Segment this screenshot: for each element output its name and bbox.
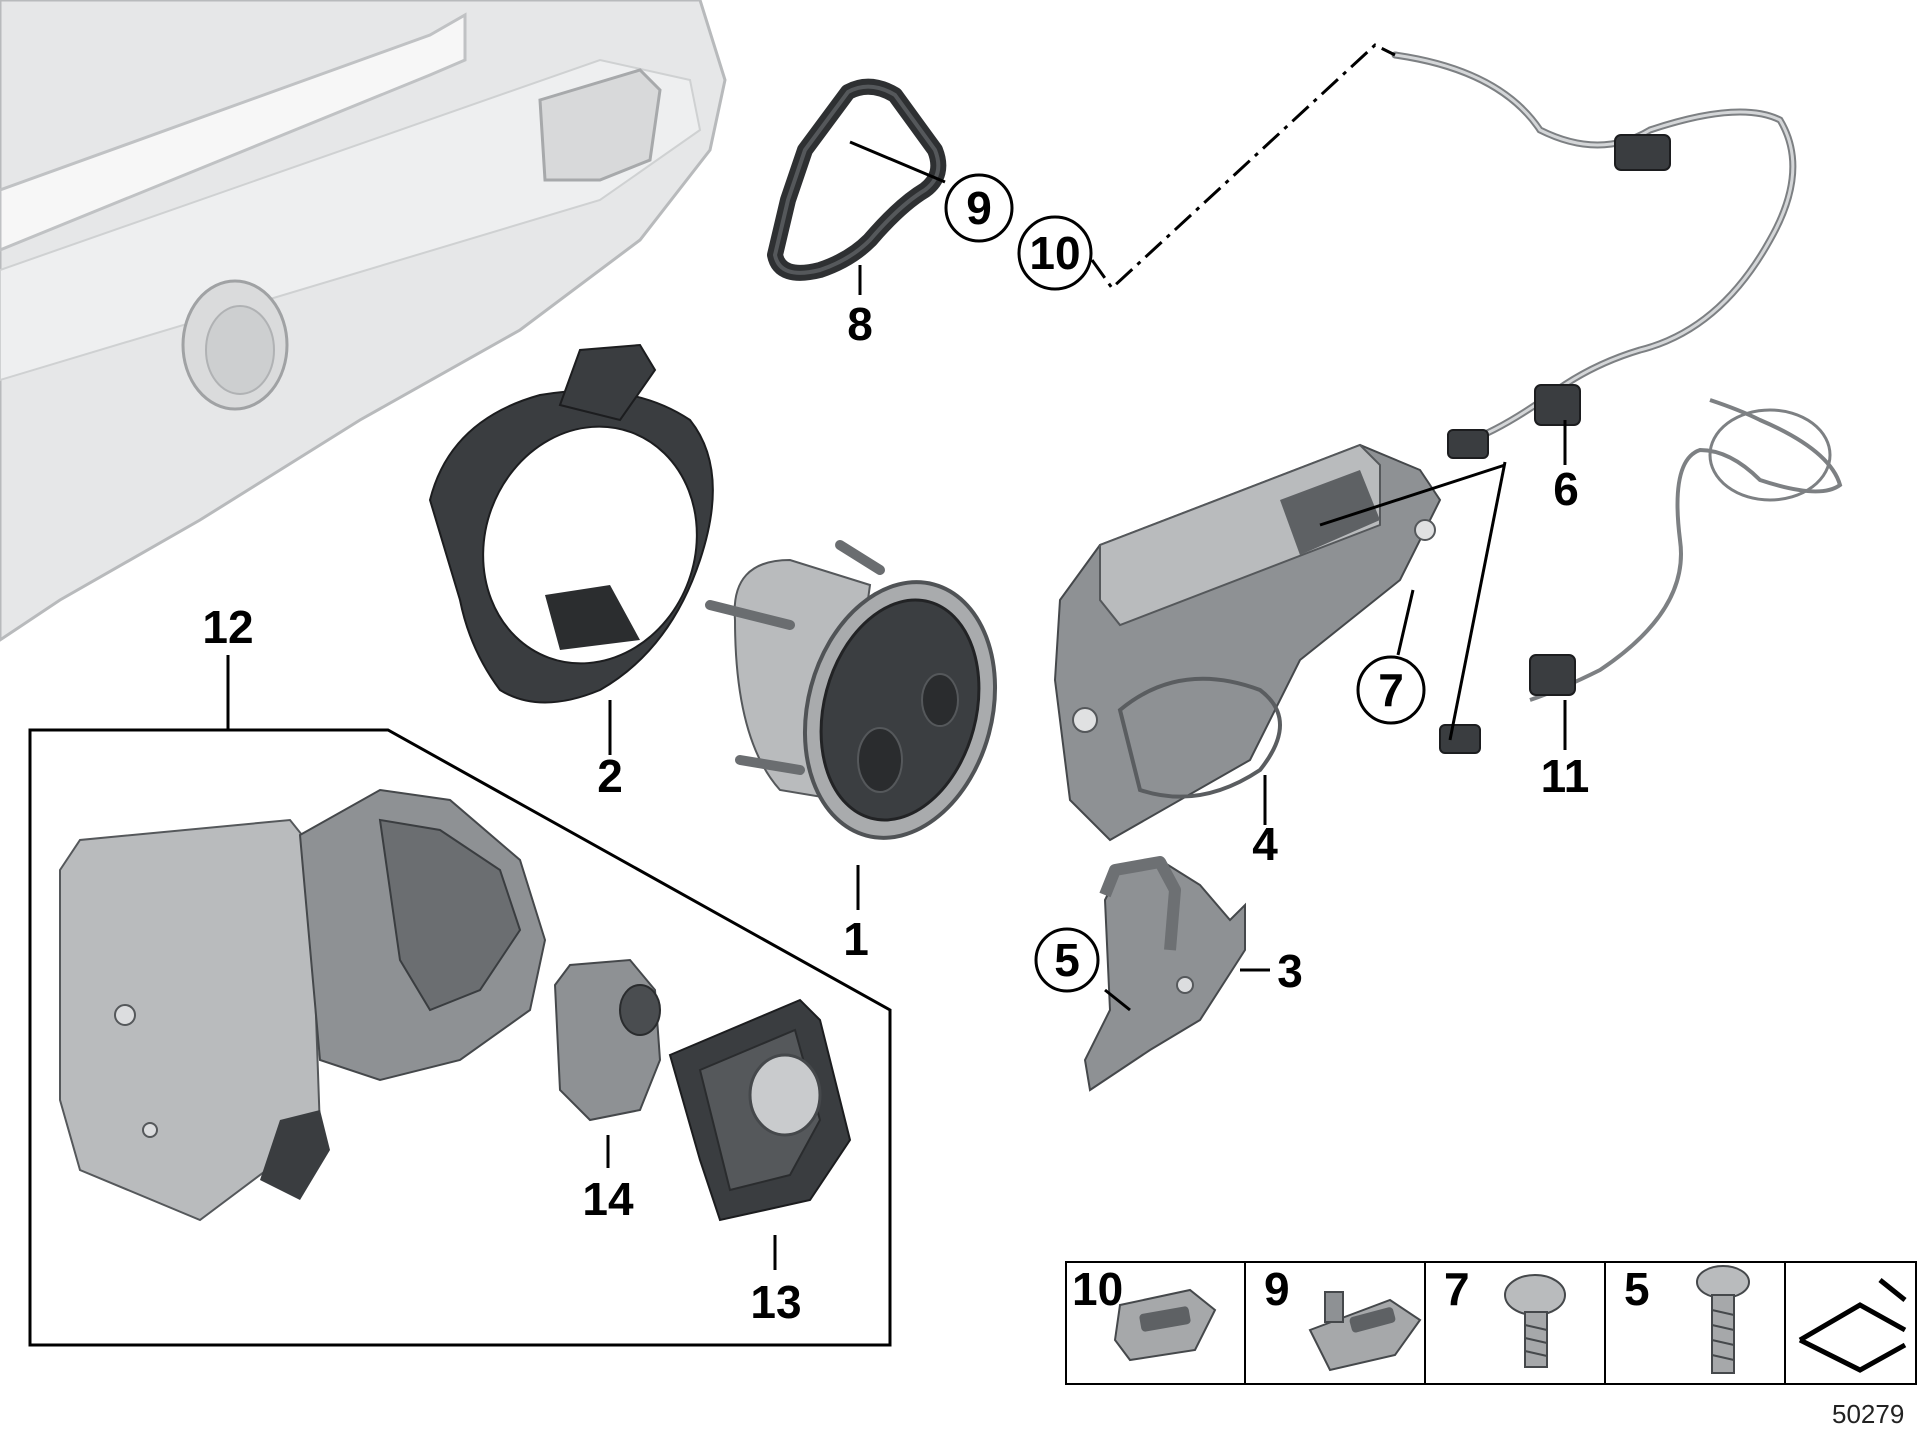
callout-8: 8 [847, 298, 873, 350]
callout-13: 13 [750, 1276, 801, 1328]
torx-bolt-icon [1696, 1265, 1750, 1374]
part-6-connector [1534, 384, 1581, 426]
part-13-seal [668, 998, 852, 1222]
part-11-connector [1529, 654, 1576, 696]
callout-circle-9 [944, 173, 1014, 243]
dash-leader-10 [1090, 43, 1396, 291]
callout-11: 11 [1541, 750, 1590, 802]
callout-labels: 1 2 3 4 5 6 7 8 9 10 11 12 13 14 [202, 182, 1589, 1328]
car-body-illustration [0, 0, 727, 642]
callout-1: 1 [843, 913, 869, 965]
legend-label-10: 10 [1072, 1263, 1123, 1315]
legend-label-5: 5 [1624, 1263, 1650, 1315]
part-12-group-frame [28, 728, 892, 1347]
part-8-trim-bezel [767, 78, 947, 281]
callout-circle-5 [1034, 927, 1100, 993]
callout-circle-10 [1017, 215, 1093, 291]
part-4-actuator-unit [1053, 443, 1442, 842]
spring-nut-icon [1308, 1291, 1422, 1372]
part-3-latch-bracket [1083, 856, 1246, 1092]
clip-nut-icon [1113, 1288, 1217, 1362]
callout-2: 2 [597, 750, 623, 802]
round-head-screw-icon [1504, 1274, 1566, 1368]
arrow-symbol-icon [1798, 1278, 1907, 1373]
callout-6: 6 [1553, 463, 1579, 515]
callout-7: 7 [1378, 664, 1404, 716]
callout-4: 4 [1252, 818, 1278, 870]
part-12-charging-control-unit [59, 788, 547, 1222]
callout-9: 9 [966, 182, 992, 234]
callout-5: 5 [1054, 934, 1080, 986]
callout-3: 3 [1277, 945, 1303, 997]
part-2-mounting-bracket [428, 343, 714, 704]
part-1-charging-socket [705, 540, 998, 840]
part-14-sensor [553, 958, 662, 1122]
fastener-legend: 10 9 7 5 [1065, 1261, 1917, 1385]
release-cable-assembly [1391, 51, 1843, 754]
callout-circle-7 [1356, 655, 1426, 725]
callout-14: 14 [582, 1173, 634, 1225]
reference-code: 50279 [1832, 1399, 1904, 1429]
legend-label-9: 9 [1264, 1263, 1290, 1315]
callout-10: 10 [1029, 227, 1080, 279]
callout-12: 12 [202, 601, 253, 653]
legend-label-7: 7 [1444, 1263, 1470, 1315]
leader-lines [226, 140, 1567, 1270]
